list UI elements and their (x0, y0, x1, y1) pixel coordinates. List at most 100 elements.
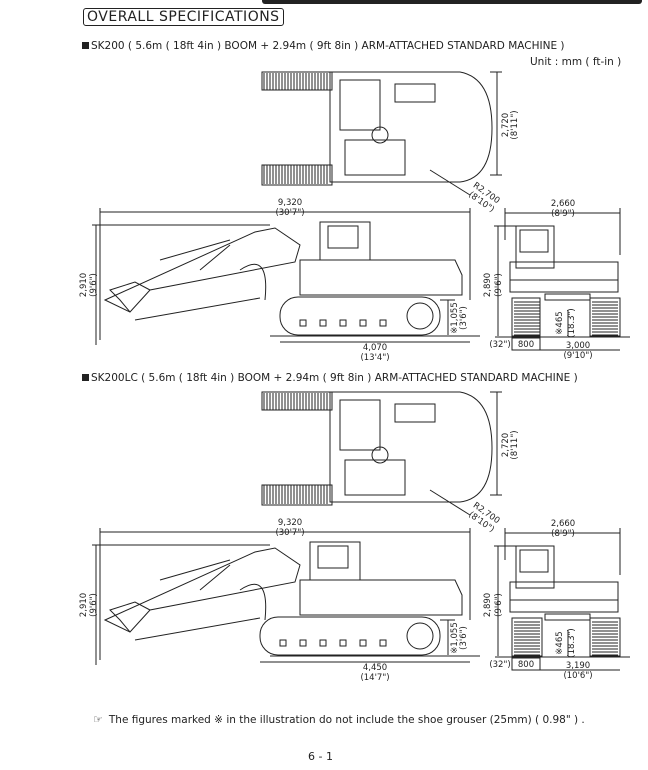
dim-track-length-ft: (13'4") (360, 353, 389, 363)
dim-cab-height: 2,890 (483, 273, 493, 297)
cab (339, 399, 381, 451)
cab-window (317, 545, 349, 569)
track-roller (279, 639, 287, 647)
dim-cab-height: 2,890 (483, 593, 493, 617)
machine-heading-text: SK200LC ( 5.6m ( 18ft 4in ) BOOM + 2.94m… (91, 372, 578, 384)
front-view: 2,660(8'9")2,890(9'6")※465(18.3")800(32"… (483, 199, 630, 361)
dim-overall-length-ft: (30'7") (275, 208, 304, 218)
upper-body (299, 579, 463, 616)
swing-ring (544, 613, 591, 621)
track-roller (339, 319, 347, 327)
dim-width-top-ft: (8'11") (510, 430, 520, 459)
swing-motor (371, 446, 389, 464)
page-number: 6 - 1 (308, 750, 333, 763)
machine-drawing-1: 2,720(8'11")R2,700(8'10")9,320(30'7") 2,9… (79, 391, 630, 683)
idler-wheel (406, 302, 434, 330)
dim-upper-width: 2,660 (551, 199, 575, 209)
boom (103, 227, 301, 313)
upper-body (509, 261, 619, 293)
cab-window (519, 549, 549, 573)
lower-track (261, 484, 333, 506)
dim-track-length: 4,070 (363, 343, 387, 353)
machine-drawing-0: 2,720(8'11")R2,700(8'10")9,320(30'7") 2,9… (79, 71, 630, 363)
dimension-line (429, 489, 471, 516)
dim-upper-width-ft: (8'9") (551, 529, 575, 539)
dim-track-length: 4,450 (363, 663, 387, 673)
top-view: 2,720(8'11")R2,700(8'10") (261, 71, 520, 215)
dim-upper-width-ft: (8'9") (551, 209, 575, 219)
swing-motor (371, 126, 389, 144)
upper-track (261, 71, 333, 91)
track-roller (319, 319, 327, 327)
idler-wheel (406, 622, 434, 650)
arm-cylinder (134, 559, 261, 641)
cab (515, 225, 555, 269)
dim-track-width: 3,000 (566, 341, 590, 351)
section-title: OVERALL SPECIFICATIONS (83, 8, 284, 26)
dim-track-width: 3,190 (566, 661, 590, 671)
footnote: ☞ The figures marked ※ in the illustratio… (93, 713, 585, 726)
machine-heading-sk200lc: SK200LC ( 5.6m ( 18ft 4in ) BOOM + 2.94m… (82, 372, 578, 384)
upper-body (509, 581, 619, 613)
dim-overall-height: 2,910 (79, 593, 89, 617)
pointing-hand-icon: ☞ (93, 713, 103, 726)
dim-min-clearance-ft: (18.3") (567, 628, 577, 657)
dim-overall-height-ft: (9'6") (89, 593, 99, 617)
dim-shoe-width: 800 (518, 660, 534, 670)
upper-track (261, 391, 333, 411)
front-view: 2,660(8'9")2,890(9'6")※465(18.3")800(32"… (483, 519, 630, 681)
track-roller (359, 639, 367, 647)
upper-structure (329, 391, 493, 503)
counter-frame (344, 139, 406, 176)
cab (515, 545, 555, 589)
dimension-line (429, 169, 471, 196)
cab-window (327, 225, 359, 249)
boom (103, 547, 301, 633)
cab-window (519, 229, 549, 253)
dim-overall-height: 2,910 (79, 273, 89, 297)
dim-overall-length-ft: (30'7") (275, 528, 304, 538)
dim-width-top-ft: (8'11") (510, 110, 520, 139)
track-roller (299, 319, 307, 327)
dim-shoe-width-ft: (32") (489, 660, 510, 670)
cab (339, 79, 381, 131)
dim-shoe-width-ft: (32") (489, 340, 510, 350)
arm-cylinder (134, 239, 261, 321)
dim-upper-width: 2,660 (551, 519, 575, 529)
track (259, 616, 441, 656)
dim-overall-length: 9,320 (278, 198, 302, 208)
bullet-square-icon (82, 42, 89, 49)
right-track (589, 297, 621, 337)
bucket (109, 281, 151, 313)
arm-link (239, 263, 267, 301)
machine-heading-text: SK200 ( 5.6m ( 18ft 4in ) BOOM + 2.94m (… (91, 40, 565, 52)
dim-min-clearance: ※465 (555, 631, 565, 654)
dim-min-clearance: ※465 (555, 311, 565, 334)
dim-width-top: 2,720 (501, 113, 511, 137)
engine-hood (394, 83, 436, 103)
track-roller (379, 319, 387, 327)
swing-ring (544, 293, 591, 301)
track-roller (339, 639, 347, 647)
header-bar (262, 0, 642, 4)
track-roller (379, 639, 387, 647)
bullet-square-icon (82, 374, 89, 381)
dim-track-length-ft: (14'7") (360, 673, 389, 683)
dim-width-top: 2,720 (501, 433, 511, 457)
bucket (109, 601, 151, 633)
upper-structure (329, 71, 493, 183)
track-roller (319, 639, 327, 647)
dim-ground-clearance: ※1,055 (450, 302, 460, 333)
left-track (511, 617, 543, 657)
top-view: 2,720(8'11")R2,700(8'10") (261, 391, 520, 535)
machine-heading-sk200: SK200 ( 5.6m ( 18ft 4in ) BOOM + 2.94m (… (82, 40, 565, 52)
dim-track-width-ft: (10'6") (563, 671, 592, 681)
footnote-text: The figures marked ※ in the illustration… (108, 714, 585, 726)
dim-min-clearance-ft: (18.3") (567, 308, 577, 337)
dim-ground-clearance: ※1,055 (450, 622, 460, 653)
dim-cab-height-ft: (9'6") (494, 273, 504, 297)
dim-overall-length: 9,320 (278, 518, 302, 528)
side-view: 9,320(30'7")2,910(9'6")※1,055(3'6")4,450… (79, 518, 480, 683)
lower-track (261, 164, 333, 186)
